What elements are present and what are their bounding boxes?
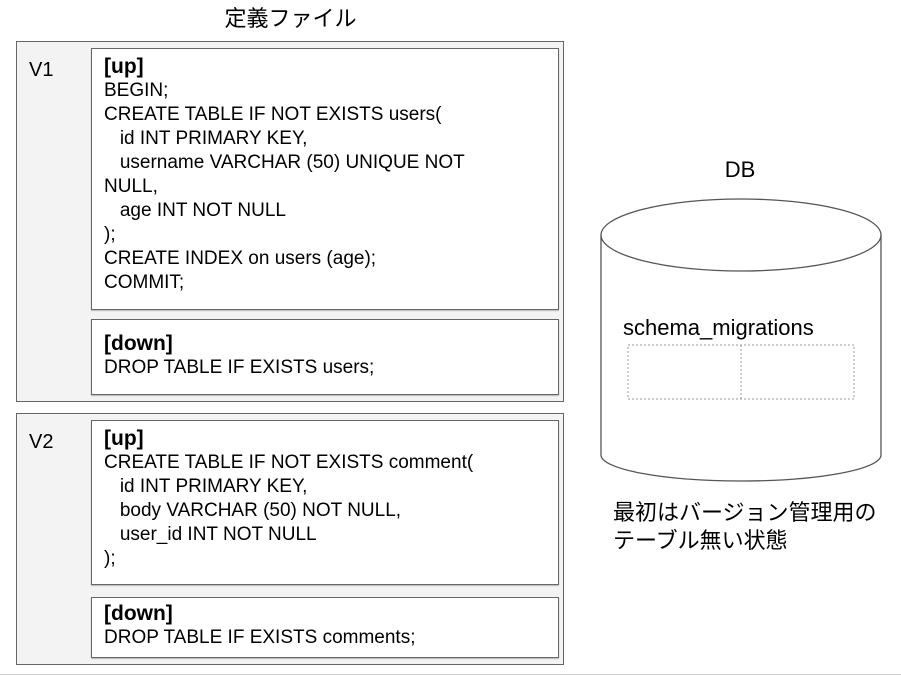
caption-line: テーブル無い状態 — [613, 529, 788, 554]
version-box-v2: V2 [up] CREATE TABLE IF NOT EXISTS comme… — [16, 413, 564, 665]
version-label: V2 — [29, 431, 54, 453]
code-line: CREATE TABLE IF NOT EXISTS users( — [104, 104, 442, 125]
version-label: V1 — [29, 59, 54, 81]
down-migration-box: [down] DROP TABLE IF EXISTS comments; — [91, 597, 559, 658]
code-line: DROP TABLE IF EXISTS comments; — [104, 627, 416, 648]
version-box-v1: V1 [up] BEGIN; CREATE TABLE IF NOT EXIST… — [16, 41, 564, 402]
code-line: ); — [104, 548, 116, 569]
down-heading: [down] — [104, 332, 173, 355]
code-line: CREATE INDEX on users (age); — [104, 248, 377, 269]
code-line: id INT PRIMARY KEY, — [104, 128, 308, 149]
code-line: CREATE TABLE IF NOT EXISTS comment( — [104, 452, 474, 473]
down-migration-box: [down] DROP TABLE IF EXISTS users; — [91, 319, 559, 395]
db-caption: 最初はバージョン管理用の テーブル無い状態 — [613, 500, 877, 556]
code-line: age INT NOT NULL — [104, 200, 286, 221]
up-migration-box: [up] CREATE TABLE IF NOT EXISTS comment(… — [91, 420, 559, 585]
code-line: BEGIN; — [104, 80, 169, 101]
code-line: body VARCHAR (50) NOT NULL, — [104, 500, 402, 521]
code-line: user_id INT NOT NULL — [104, 524, 317, 545]
code-line: ); — [104, 224, 116, 245]
caption-line: 最初はバージョン管理用の — [613, 501, 877, 526]
bottom-divider — [0, 674, 901, 675]
code-line: NULL, — [104, 176, 158, 197]
db-title: DB — [724, 157, 756, 182]
up-heading: [up] — [104, 55, 144, 78]
database-cylinder-icon — [600, 198, 882, 482]
schema-migrations-label: schema_migrations — [623, 315, 814, 340]
definition-files-title: 定義ファイル — [224, 7, 357, 32]
code-line: COMMIT; — [104, 272, 185, 293]
code-line: username VARCHAR (50) UNIQUE NOT — [104, 152, 465, 173]
code-line: id INT PRIMARY KEY, — [104, 476, 308, 497]
down-heading: [down] — [104, 602, 173, 625]
up-migration-box: [up] BEGIN; CREATE TABLE IF NOT EXISTS u… — [91, 48, 559, 310]
code-line: DROP TABLE IF EXISTS users; — [104, 357, 375, 378]
up-heading: [up] — [104, 427, 144, 450]
